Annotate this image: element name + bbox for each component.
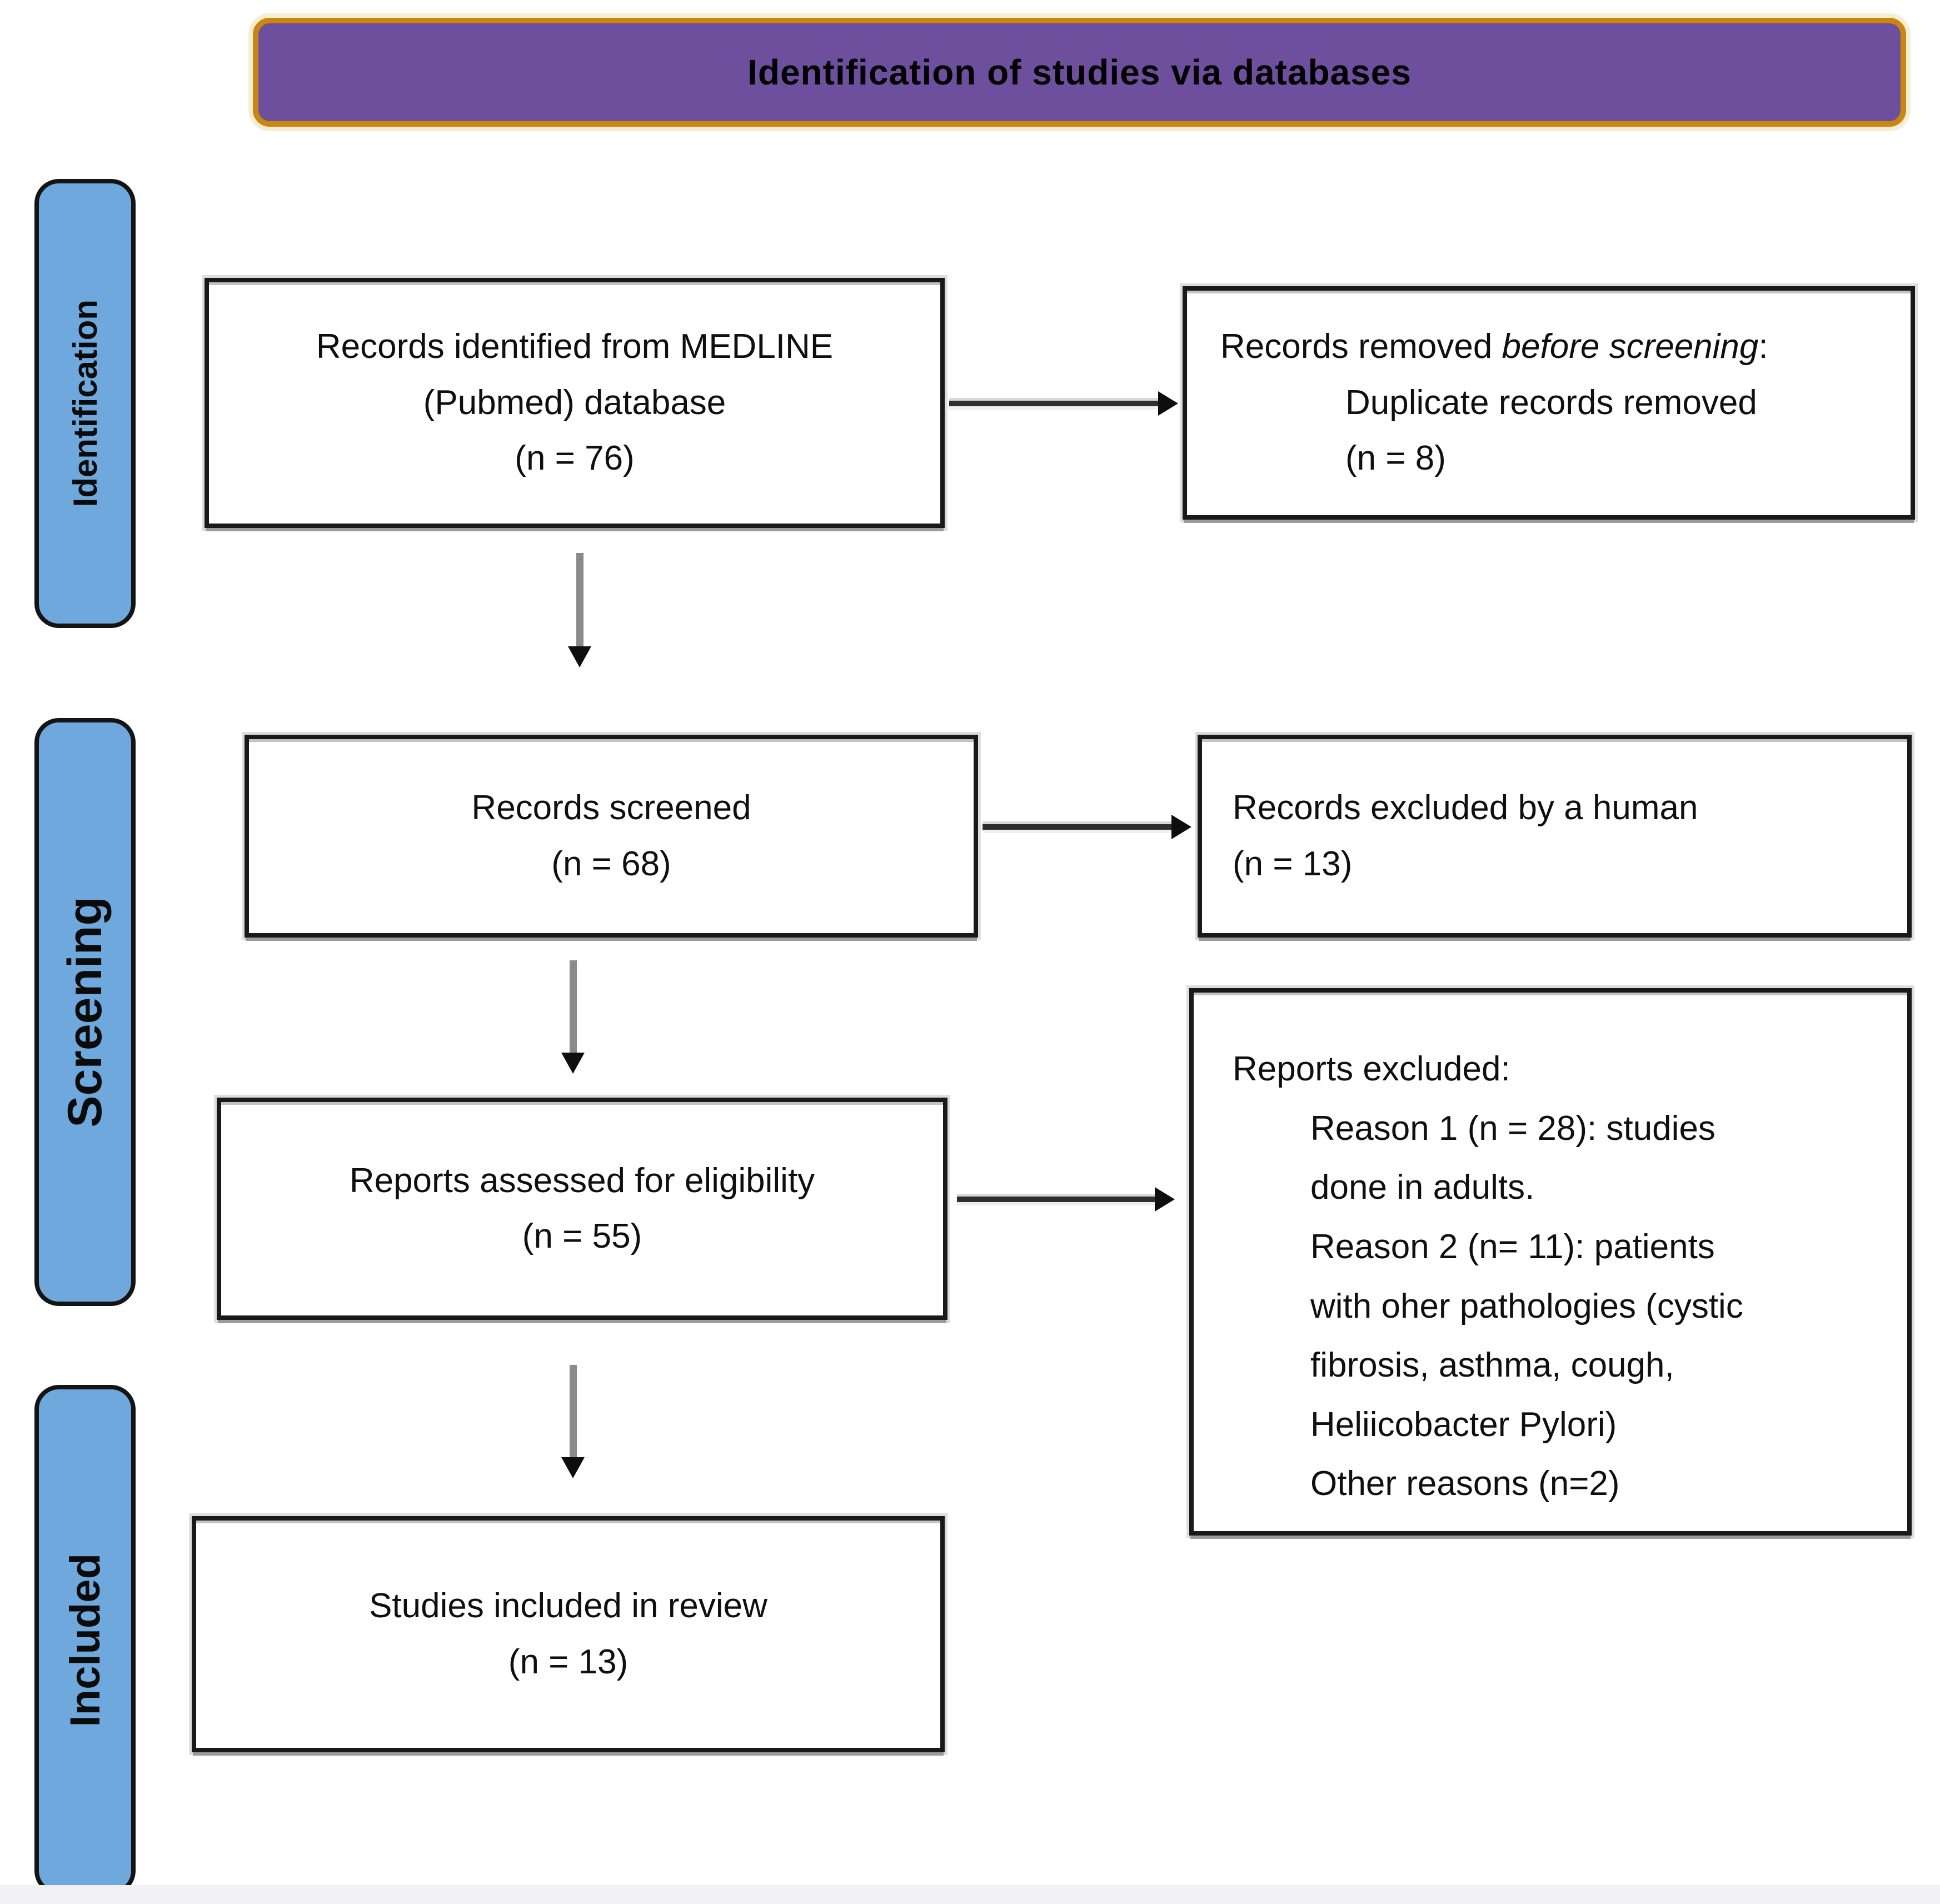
arrow-identified-to-removed xyxy=(949,391,1178,416)
box-reports-assessed-line: Reports assessed for eligibility xyxy=(349,1161,815,1200)
box-records-removed-count: (n = 8) xyxy=(1345,439,1446,478)
arrow-line xyxy=(569,960,577,1053)
reports-excluded-line: Other reasons (n=2) xyxy=(1310,1464,1620,1503)
page-edge-strip xyxy=(0,1885,1940,1904)
box-records-screened-count: (n = 68) xyxy=(551,844,671,883)
box-studies-included-count: (n = 13) xyxy=(508,1642,629,1681)
reports-excluded-line: done in adults. xyxy=(1310,1168,1535,1207)
reports-excluded-line: Heliicobacter Pylori) xyxy=(1310,1405,1617,1444)
records-removed-text: Records removed xyxy=(1220,327,1502,366)
box-records-removed: Records removed before screening: Duplic… xyxy=(1183,286,1915,520)
arrow-line xyxy=(957,1197,1155,1202)
records-removed-colon: : xyxy=(1758,327,1768,366)
stage-screening: Screening xyxy=(34,718,136,1306)
box-records-identified-line: (Pubmed) database xyxy=(423,383,726,422)
arrow-head-right-icon xyxy=(1155,1187,1175,1212)
title-banner: Identification of studies via databases xyxy=(253,18,1906,127)
arrow-line xyxy=(569,1365,577,1457)
box-reports-excluded-reasons: Reason 1 (n = 28): studies done in adult… xyxy=(1310,1099,1891,1514)
arrow-head-down-icon xyxy=(561,1457,585,1478)
arrow-line xyxy=(949,401,1158,406)
stage-identification: Identification xyxy=(34,179,136,628)
reports-excluded-line: fibrosis, asthma, cough, xyxy=(1310,1346,1674,1385)
reports-excluded-line: with oher pathologies (cystic xyxy=(1310,1287,1743,1325)
arrow-identified-to-screened xyxy=(568,553,591,667)
box-reports-assessed-count: (n = 55) xyxy=(522,1217,642,1255)
diagram-title: Identification of studies via databases xyxy=(747,52,1412,92)
arrow-line xyxy=(576,553,584,646)
arrow-screened-to-excluded xyxy=(983,815,1191,839)
box-records-removed-subline: Duplicate records removed xyxy=(1345,383,1757,422)
arrow-assessed-to-included xyxy=(561,1365,585,1478)
box-reports-assessed: Reports assessed for eligibility (n = 55… xyxy=(217,1098,947,1320)
reports-excluded-line: Reason 1 (n = 28): studies xyxy=(1310,1109,1715,1148)
box-studies-included: Studies included in review (n = 13) xyxy=(192,1516,945,1752)
arrow-screened-to-assessed xyxy=(561,960,585,1074)
box-records-excluded-human: Records excluded by a human (n = 13) xyxy=(1198,735,1912,938)
stage-identification-label: Identification xyxy=(66,300,104,507)
box-records-screened-line: Records screened xyxy=(471,789,751,828)
box-studies-included-line: Studies included in review xyxy=(369,1587,767,1626)
box-records-excluded-count: (n = 13) xyxy=(1233,844,1353,883)
stage-included-label: Included xyxy=(61,1553,109,1727)
box-records-excluded-line: Records excluded by a human xyxy=(1233,789,1698,828)
stage-included: Included xyxy=(34,1385,136,1895)
box-records-screened: Records screened (n = 68) xyxy=(245,735,978,938)
box-reports-excluded: Reports excluded: Reason 1 (n = 28): stu… xyxy=(1189,988,1912,1536)
arrow-head-right-icon xyxy=(1171,815,1191,839)
box-records-removed-heading: Records removed before screening: xyxy=(1220,319,1894,375)
box-reports-excluded-heading: Reports excluded: xyxy=(1233,1050,1510,1088)
stage-screening-label: Screening xyxy=(58,896,112,1128)
arrow-line xyxy=(983,824,1171,830)
arrow-head-right-icon xyxy=(1158,391,1178,416)
arrow-assessed-to-excluded xyxy=(957,1187,1175,1212)
box-records-identified: Records identified from MEDLINE (Pubmed)… xyxy=(205,278,945,528)
box-records-identified-count: (n = 76) xyxy=(515,439,635,478)
reports-excluded-line: Reason 2 (n= 11): patients xyxy=(1310,1227,1715,1266)
arrow-head-down-icon xyxy=(561,1053,585,1074)
arrow-head-down-icon xyxy=(568,646,591,667)
records-removed-italic-text: before screening xyxy=(1502,327,1759,366)
box-records-identified-line: Records identified from MEDLINE xyxy=(316,327,834,366)
